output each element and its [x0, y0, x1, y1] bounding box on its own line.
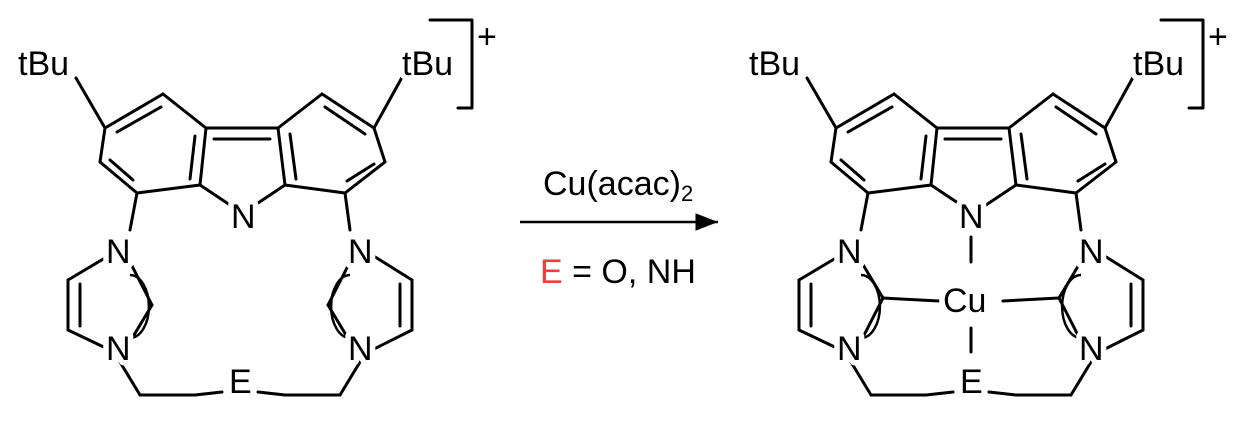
product-imidazole-right-n-top: N [1079, 233, 1104, 271]
reactant-carbazole-n: N [231, 198, 256, 236]
product-atom-labels: tBu tBu + N N N N N Cu E [744, 18, 1228, 407]
reagent-label: Cu(acac)2 [543, 165, 693, 206]
reactant-imidazole-left-n-top: N [106, 233, 131, 271]
reactant-tbu-right: tBu [402, 45, 453, 83]
reactant-ligand-salt: tBu tBu + N N N N N E [13, 18, 497, 407]
product-imidazole-left-n-top: N [837, 233, 862, 271]
product-copper-center: Cu [943, 282, 986, 320]
reagent-subscript: 2 [681, 181, 693, 206]
condition-atom-e: E [540, 253, 563, 291]
product-copper-complex: tBu tBu + N N N N N Cu E [744, 18, 1228, 407]
reactant-imidazole-right-n-bottom: N [348, 330, 373, 368]
product-carbazole-n: N [959, 198, 984, 236]
reaction-arrow-group: Cu(acac)2 E = O, NH [520, 165, 718, 291]
reagent-formula: Cu(acac) [543, 165, 681, 203]
reactant-bonds [66, 18, 474, 397]
reactant-imidazole-left-n-bottom: N [106, 330, 131, 368]
product-imidazole-left-n-bottom: N [837, 330, 862, 368]
reactant-imidazole-right-n-top: N [348, 233, 373, 271]
product-charge: + [1208, 18, 1228, 56]
reactant-charge: + [477, 18, 497, 56]
reactant-atom-labels: tBu tBu + N N N N N E [13, 18, 497, 407]
product-bridge-atom-e: E [960, 363, 983, 401]
condition-label: E = O, NH [540, 253, 696, 291]
product-bonds [797, 18, 1205, 397]
reactant-bridge-atom-e: E [229, 363, 252, 401]
product-tbu-right: tBu [1133, 45, 1184, 83]
product-imidazole-right-n-bottom: N [1079, 330, 1104, 368]
condition-values: = O, NH [563, 253, 696, 291]
product-tbu-left: tBu [749, 45, 800, 83]
reactant-tbu-left: tBu [18, 45, 69, 83]
